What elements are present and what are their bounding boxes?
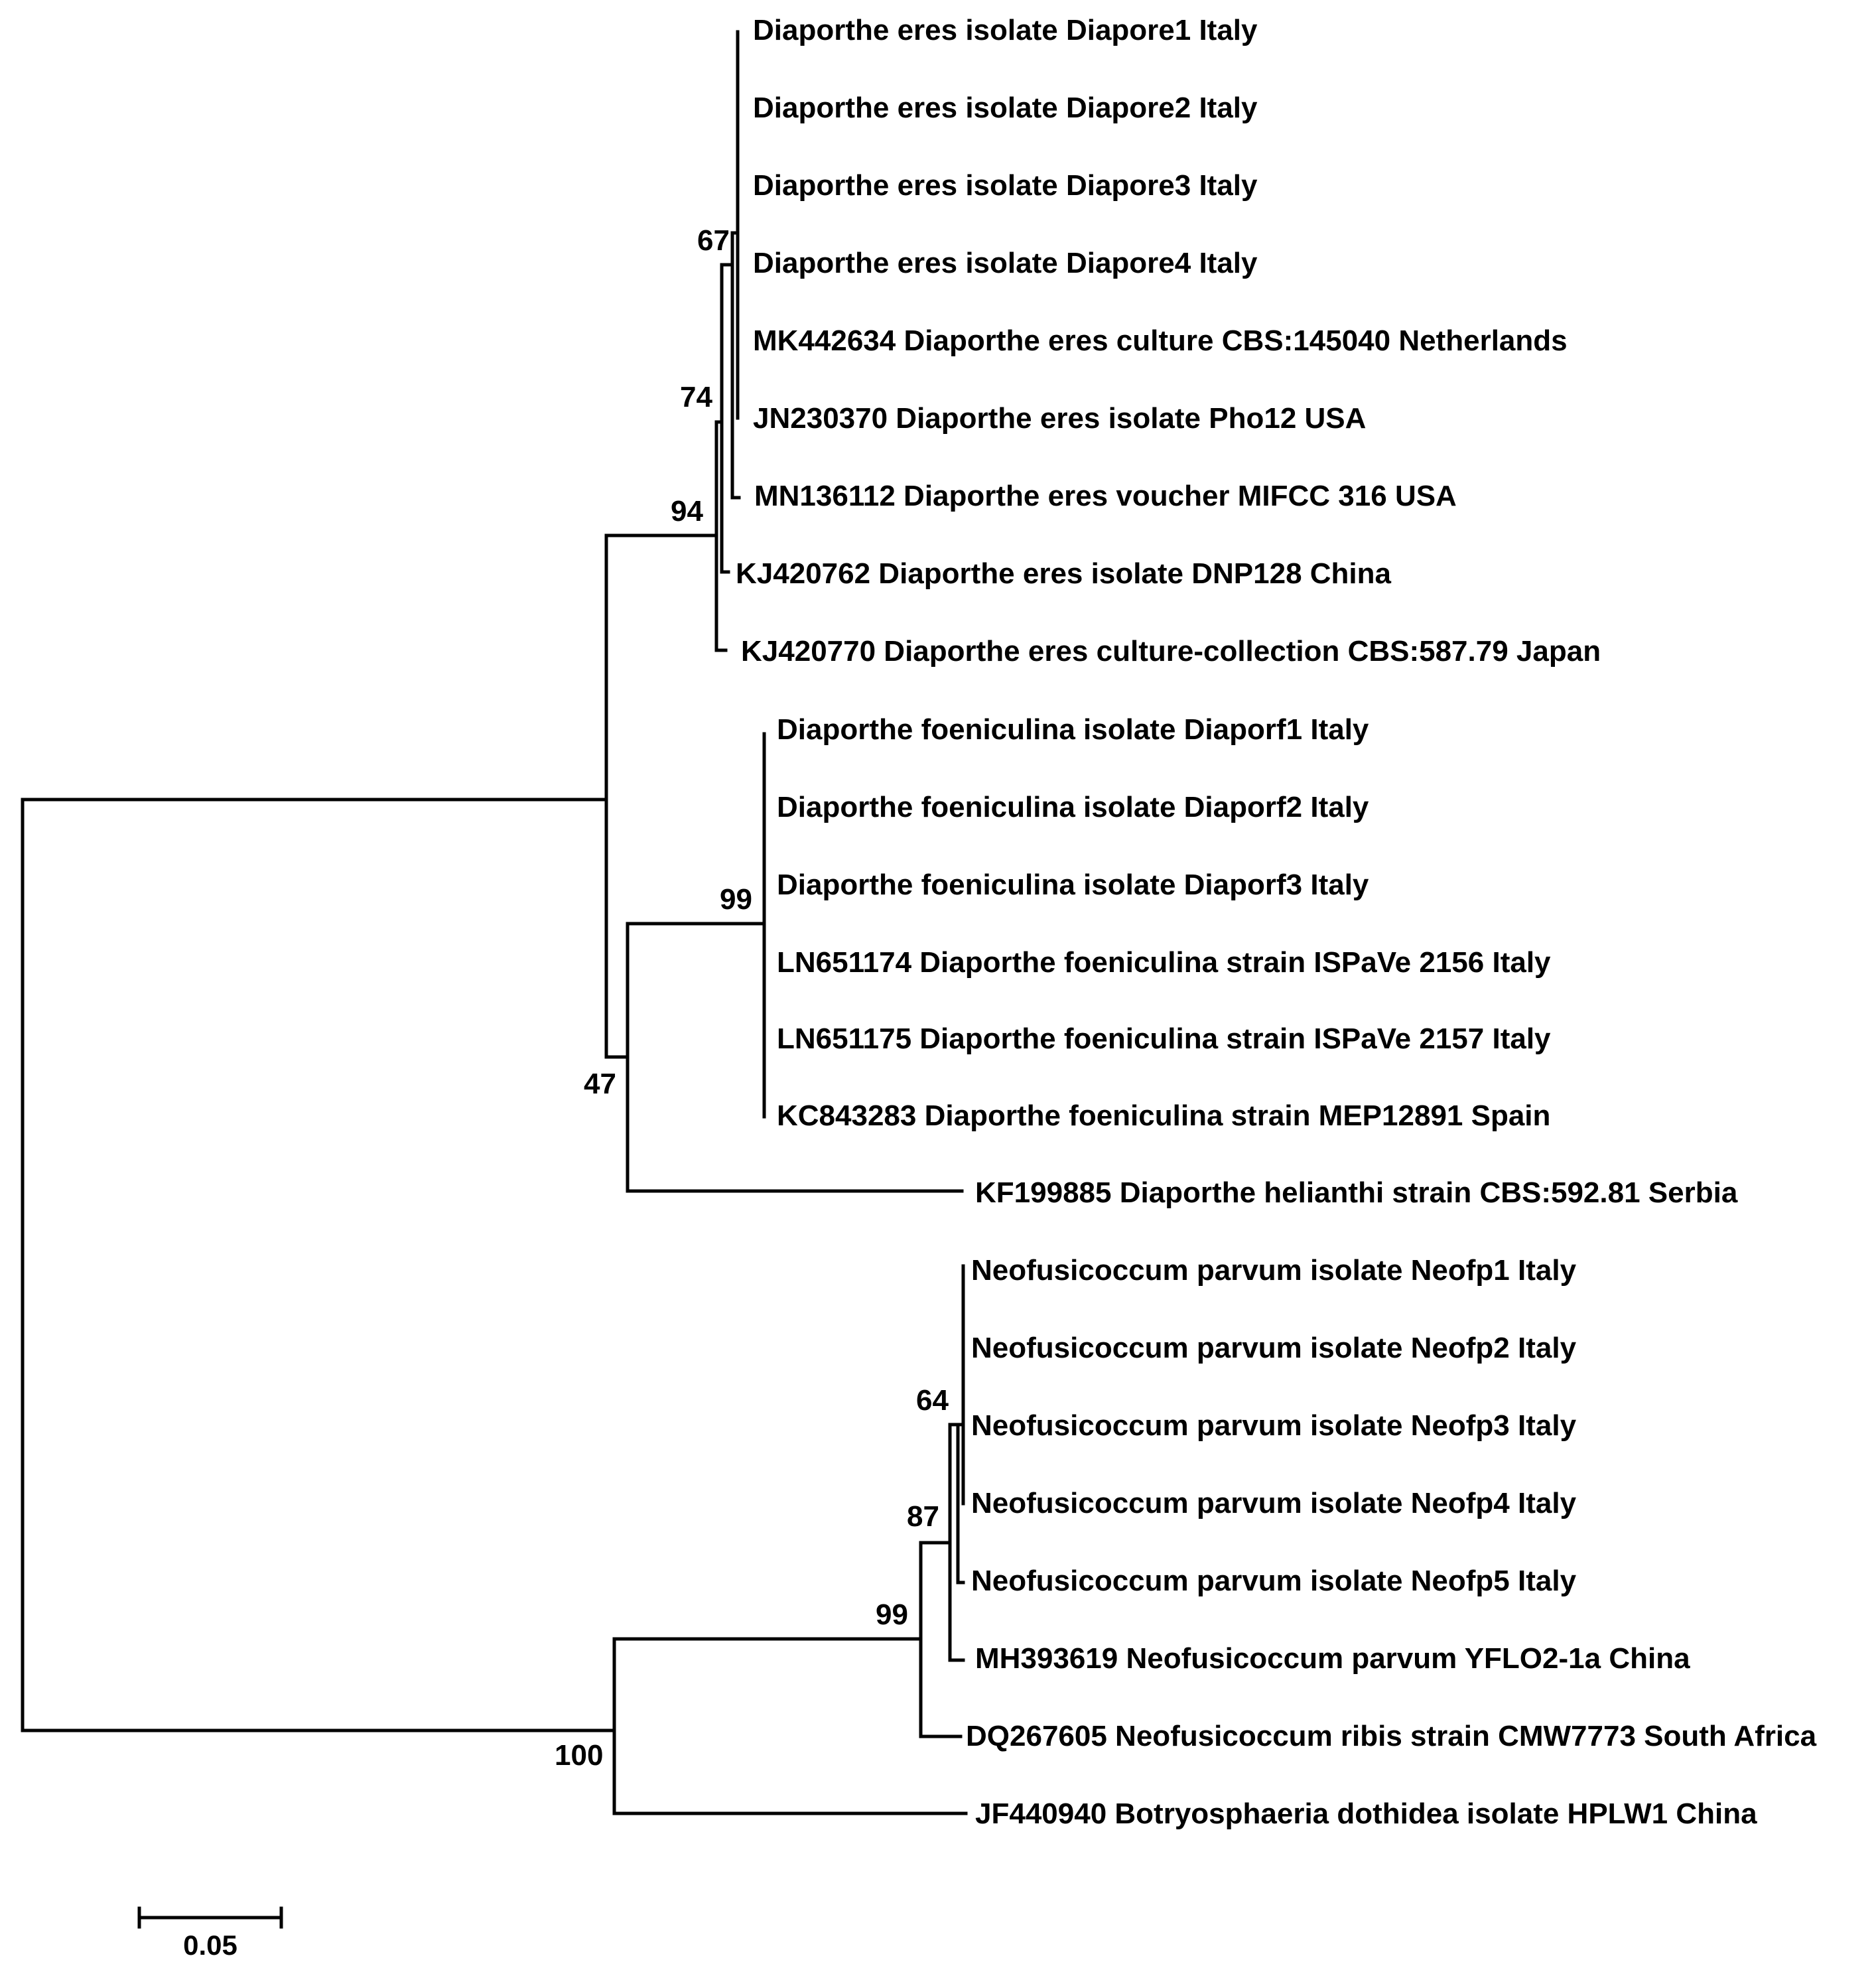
bootstrap-100: 100 <box>555 1739 603 1772</box>
leaf-label: DQ267605 Neofusicoccum ribis strain CMW7… <box>966 1720 1817 1752</box>
leaf-label: JF440940 Botryosphaeria dothidea isolate… <box>975 1797 1757 1830</box>
leaf-label: MH393619 Neofusicoccum parvum YFLO2-1a C… <box>975 1642 1690 1675</box>
leaf-label: Diaporthe foeniculina isolate Diaporf3 I… <box>777 869 1369 901</box>
bootstrap-64: 64 <box>916 1384 949 1417</box>
leaf-label: Diaporthe eres isolate Diapore1 Italy <box>753 14 1258 46</box>
bootstrap-47: 47 <box>584 1068 616 1100</box>
bootstrap-87: 87 <box>907 1500 939 1533</box>
leaf-label: Neofusicoccum parvum isolate Neofp2 Ital… <box>971 1332 1577 1364</box>
leaf-label: Diaporthe eres isolate Diapore4 Italy <box>753 247 1258 279</box>
leaf-label: Diaporthe eres isolate Diapore3 Italy <box>753 169 1258 202</box>
leaf-label: Diaporthe foeniculina isolate Diaporf2 I… <box>777 791 1369 823</box>
leaf-label: JN230370 Diaporthe eres isolate Pho12 US… <box>753 402 1366 435</box>
leaf-label: Neofusicoccum parvum isolate Neofp5 Ital… <box>971 1565 1577 1597</box>
leaf-label: Diaporthe foeniculina isolate Diaporf1 I… <box>777 713 1369 746</box>
leaf-label: Neofusicoccum parvum isolate Neofp3 Ital… <box>971 1409 1577 1442</box>
leaf-label: KC843283 Diaporthe foeniculina strain ME… <box>777 1099 1550 1132</box>
leaf-label: MN136112 Diaporthe eres voucher MIFCC 31… <box>754 480 1457 512</box>
leaf-label: MK442634 Diaporthe eres culture CBS:1450… <box>753 324 1568 357</box>
scale-bar: 0.05 <box>137 1906 283 1961</box>
bootstrap-99-neofusicoccum: 99 <box>876 1598 908 1631</box>
leaf-label: KF199885 Diaporthe helianthi strain CBS:… <box>975 1176 1738 1209</box>
bootstrap-74: 74 <box>680 381 712 413</box>
leaf-label: Neofusicoccum parvum isolate Neofp1 Ital… <box>971 1254 1577 1287</box>
leaf-label: KJ420770 Diaporthe eres culture-collecti… <box>741 635 1601 668</box>
bootstrap-99-foeniculina: 99 <box>720 883 752 916</box>
leaf-label: Neofusicoccum parvum isolate Neofp4 Ital… <box>971 1487 1577 1519</box>
leaf-label: LN651175 Diaporthe foeniculina strain IS… <box>777 1022 1551 1055</box>
bootstrap-94: 94 <box>671 495 703 528</box>
bootstrap-67: 67 <box>697 224 730 257</box>
leaf-label: Diaporthe eres isolate Diapore2 Italy <box>753 92 1258 124</box>
leaf-label: KJ420762 Diaporthe eres isolate DNP128 C… <box>736 557 1392 590</box>
scale-bar-label: 0.05 <box>183 1930 237 1961</box>
leaf-label: LN651174 Diaporthe foeniculina strain IS… <box>777 946 1551 979</box>
